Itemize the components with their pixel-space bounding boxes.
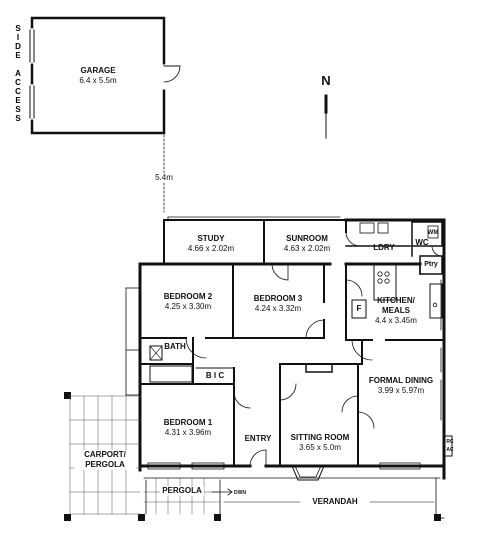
rc-label: RC xyxy=(446,439,454,445)
garage-label: GARAGE 6.4 x 5.5m xyxy=(60,66,136,86)
kitchen-dim: 4.4 x 3.45m xyxy=(375,316,417,325)
ptry-label: Ptry xyxy=(424,261,438,268)
verandah-label: VERANDAH xyxy=(312,497,358,506)
pergola-label: PERGOLA xyxy=(160,486,204,496)
house-walls xyxy=(64,216,453,521)
formal-dining-label: FORMAL DINING 3.99 x 5.97m xyxy=(362,376,440,396)
side-access-char: C xyxy=(15,87,21,96)
side-access-char: S xyxy=(15,105,21,114)
fridge-label: F xyxy=(356,304,362,313)
formal-dining-dim: 3.99 x 5.97m xyxy=(377,386,425,395)
bedroom1-label: BEDROOM 1 4.31 x 3.96m xyxy=(152,418,224,438)
sitting-room-dim: 3.65 x 5.0m xyxy=(299,443,341,452)
side-access-char: S xyxy=(15,24,21,33)
bedroom2-dim: 4.25 x 3.30m xyxy=(164,302,212,311)
side-access-char: C xyxy=(15,78,21,87)
sunroom-label: SUNROOM 4.63 x 2.02m xyxy=(272,234,342,254)
side-access-char: A xyxy=(15,69,21,78)
side-access-char: D xyxy=(15,42,21,51)
setback-label: 5.4m xyxy=(150,173,178,183)
bedroom3-label: BEDROOM 3 4.24 x 3.32m xyxy=(242,294,314,314)
dwn-label: DWN xyxy=(234,490,246,496)
down-arrow-icon xyxy=(211,488,233,496)
sitting-room-label: SITTING ROOM 3.65 x 5.0m xyxy=(284,433,356,453)
side-access-char xyxy=(13,60,23,69)
garage-dim: 6.4 x 5.5m xyxy=(79,76,117,85)
sunroom-dim: 4.63 x 2.02m xyxy=(283,244,331,253)
bedroom2-label: BEDROOM 2 4.25 x 3.30m xyxy=(152,292,224,312)
garage-name: GARAGE xyxy=(80,66,116,75)
study-name: STUDY xyxy=(197,234,225,243)
wc-label: WC xyxy=(415,238,429,247)
bic-label: B I C xyxy=(205,371,225,380)
study-dim: 4.66 x 2.02m xyxy=(187,244,235,253)
side-access-char: E xyxy=(15,51,21,60)
carport-label: CARPORT/ PERGOLA xyxy=(74,450,136,470)
bedroom3-dim: 4.24 x 3.32m xyxy=(254,304,302,313)
sunroom-name: SUNROOM xyxy=(286,234,328,243)
ldry-label: LDRY xyxy=(373,243,395,252)
study-label: STUDY 4.66 x 2.02m xyxy=(176,234,246,254)
entry-label: ENTRY xyxy=(244,434,272,443)
kitchen-label: KITCHEN/ MEALS 4.4 x 3.45m xyxy=(368,296,424,326)
ac-label: AC xyxy=(446,447,454,453)
side-access-char: E xyxy=(15,96,21,105)
side-access-char: S xyxy=(15,114,21,123)
bedroom1-dim: 4.31 x 3.96m xyxy=(164,428,212,437)
side-access-char: I xyxy=(16,33,20,42)
bath-label: BATH xyxy=(164,342,186,351)
north-label: N xyxy=(321,73,331,88)
wm-label: WM xyxy=(427,230,439,236)
garage-outline xyxy=(29,16,181,135)
